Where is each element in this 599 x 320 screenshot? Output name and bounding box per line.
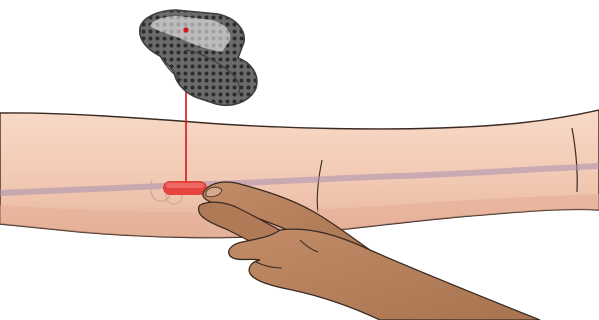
lattice-implant bbox=[140, 10, 257, 105]
laser-origin bbox=[183, 27, 188, 32]
